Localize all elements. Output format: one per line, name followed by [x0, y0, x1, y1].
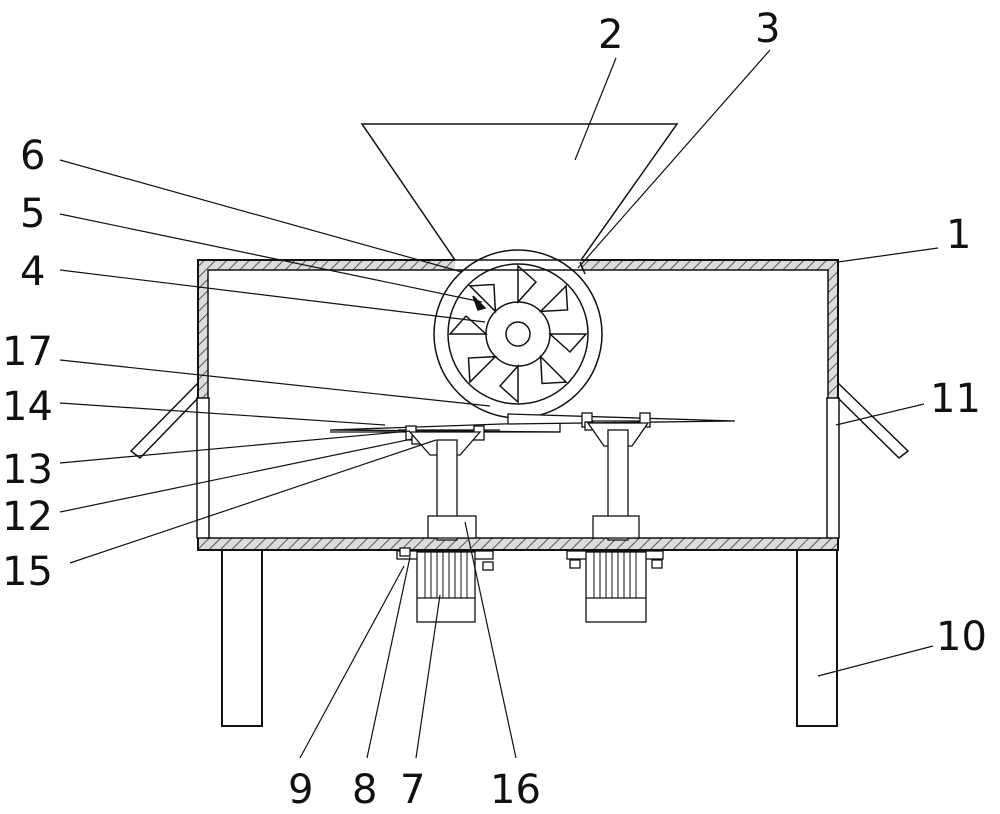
callout-6: 6: [20, 133, 45, 179]
callout-16: 16: [490, 767, 541, 813]
callout-10: 10: [936, 614, 987, 660]
box-body: [196, 259, 840, 551]
shaft-supports: [408, 422, 650, 541]
leader-lines: [59, 49, 939, 759]
callout-9: 9: [288, 767, 313, 813]
cutting-blades: [329, 413, 736, 433]
callout-2: 2: [598, 12, 623, 58]
motors: [396, 547, 664, 623]
callout-8: 8: [352, 767, 377, 813]
crusher-rotor: [433, 249, 603, 419]
callout-14: 14: [2, 384, 53, 430]
callout-13: 13: [2, 447, 53, 493]
callout-4: 4: [20, 249, 45, 295]
callout-11: 11: [930, 376, 981, 422]
right-leg: [796, 549, 838, 727]
callout-15: 15: [2, 549, 53, 595]
callout-3: 3: [755, 6, 780, 52]
left-leg: [221, 549, 263, 727]
callout-1: 1: [946, 212, 971, 258]
callout-5: 5: [20, 191, 45, 237]
callout-12: 12: [2, 494, 53, 540]
callout-7: 7: [400, 767, 425, 813]
motor-mounts: [427, 515, 640, 539]
hopper: [360, 123, 679, 261]
discharge-chutes: [129, 382, 910, 460]
callout-17: 17: [2, 329, 53, 375]
